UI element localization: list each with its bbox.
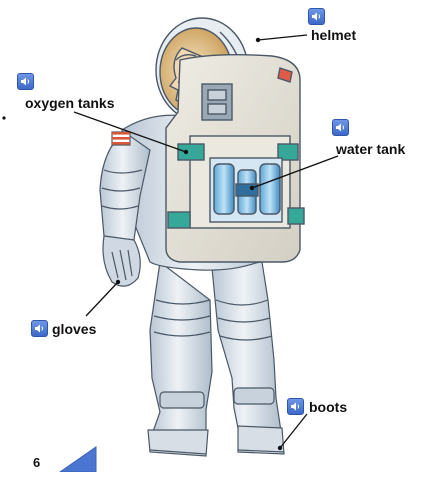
- speaker-icon: [333, 120, 348, 135]
- speaker-icon: [18, 74, 33, 89]
- legs: [148, 262, 284, 456]
- speaker-icon: [309, 9, 324, 24]
- previous-page-button[interactable]: [58, 445, 98, 477]
- speaker-icon: [288, 399, 303, 414]
- helmet-label: helmet: [311, 28, 356, 42]
- backpack: [166, 55, 304, 262]
- gloves-label: gloves: [52, 322, 96, 336]
- previous-page-arrow-icon: [58, 445, 98, 472]
- boots-label: boots: [309, 400, 347, 414]
- water-tank-audio-button[interactable]: [332, 119, 349, 136]
- boots-audio-button[interactable]: [287, 398, 304, 415]
- oxygen-tanks-label: oxygen tanks: [25, 96, 114, 110]
- oxygen-tanks-audio-button[interactable]: [17, 73, 34, 90]
- gloves-audio-button[interactable]: [31, 320, 48, 337]
- water-tank-label: water tank: [336, 142, 405, 156]
- helmet-audio-button[interactable]: [308, 8, 325, 25]
- page-number: 6: [33, 455, 40, 470]
- speaker-icon: [32, 321, 47, 336]
